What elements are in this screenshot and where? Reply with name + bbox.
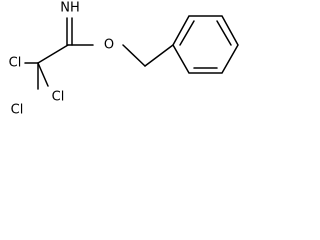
chlorine-3-label: Cl (11, 103, 24, 118)
chlorine-1-label-bg (6, 55, 24, 71)
molecule-diagram: NH O Cl Cl Cl (6, 1, 239, 118)
bond-c-ccl3 (37, 44, 69, 64)
bonds (24, 15, 239, 90)
benzene-double-1 (179, 20, 195, 46)
oxygen-label: O (104, 38, 114, 53)
atom-labels: NH O Cl Cl Cl (6, 1, 117, 118)
bond-ch2-ring (144, 44, 174, 67)
benzene-double-2 (216, 20, 232, 46)
chlorine-2-label: Cl (52, 90, 65, 105)
imine-label: NH (60, 1, 80, 16)
chlorine-3-label-bg (8, 102, 26, 118)
bond-o-ch2 (122, 44, 146, 67)
benzene-ring (172, 15, 239, 74)
bond-ccl3-cl-right (37, 62, 49, 87)
chlorine-1-label: Cl (9, 56, 22, 71)
oxygen-label-bg (101, 36, 117, 54)
imine-label-bg (56, 1, 84, 15)
chlorine-2-label-bg (49, 89, 67, 105)
